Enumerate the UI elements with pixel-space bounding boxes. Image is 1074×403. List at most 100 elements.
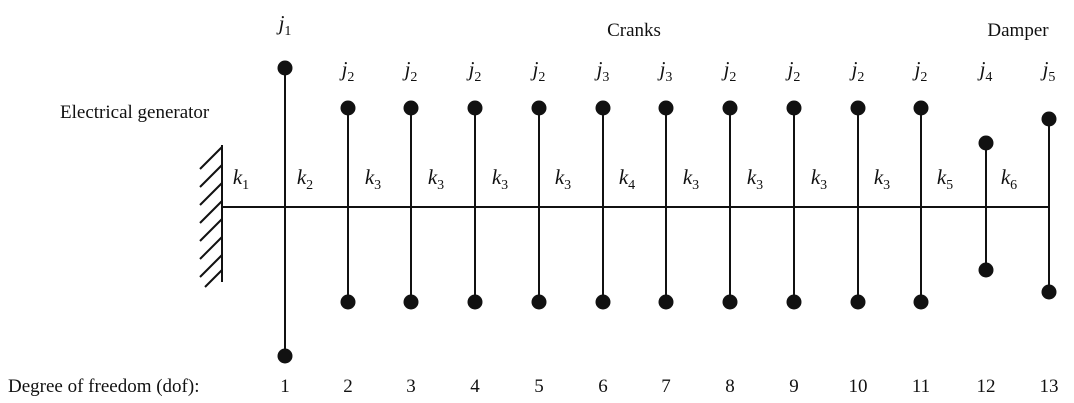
inertia-label-10: j2 (849, 57, 865, 85)
stiffness-label-12: k5 (937, 165, 953, 193)
inertia-label-11-symbol: j (912, 57, 921, 81)
stiffness-label-7: k4 (619, 165, 635, 193)
dof-title: Degree of freedom (dof): (8, 376, 199, 397)
stiffness-label-10-symbol: k (811, 165, 821, 189)
inertia-5 (531, 100, 547, 310)
inertia-label-6-subscript: 3 (602, 70, 609, 85)
inertia-bottom-dot (340, 294, 356, 310)
inertia-9 (786, 100, 802, 310)
stiffness-label-5: k3 (492, 165, 508, 193)
stiffness-label-2: k2 (297, 165, 313, 193)
stiffness-label-9: k3 (747, 165, 763, 193)
dof-number-12: 12 (977, 376, 996, 397)
inertia-label-7-subscript: 3 (665, 70, 672, 85)
stiffness-label-8: k3 (683, 165, 699, 193)
inertia-label-10-symbol: j (849, 57, 858, 81)
stiffness-label-4-symbol: k (428, 165, 438, 189)
inertia-label-2: j2 (339, 57, 355, 85)
inertia-bottom-dot (277, 348, 293, 364)
stiffness-label-11-symbol: k (874, 165, 884, 189)
stiffness-label-10-subscript: 3 (820, 178, 827, 193)
inertia-label-5-subscript: 2 (538, 70, 545, 85)
inertia-label-7: j3 (657, 57, 673, 85)
inertia-top-dot (978, 135, 994, 151)
inertia-4 (467, 100, 483, 310)
inertia-bottom-dot (913, 294, 929, 310)
inertia-label-12: j4 (977, 57, 993, 85)
inertia-7 (658, 100, 674, 310)
inertia-top-dot (403, 100, 419, 116)
inertia-3 (403, 100, 419, 310)
inertia-label-13-subscript: 5 (1048, 70, 1055, 85)
inertia-top-dot (595, 100, 611, 116)
stiffness-label-9-subscript: 3 (756, 178, 763, 193)
generator-label: Electrical generator (60, 102, 210, 123)
inertia-label-6-symbol: j (594, 57, 603, 81)
cranks-label: Cranks (607, 20, 661, 41)
inertia-bottom-dot (658, 294, 674, 310)
inertia-bottom-dot (531, 294, 547, 310)
stiffness-label-5-subscript: 3 (501, 178, 508, 193)
stiffness-label-9-symbol: k (747, 165, 757, 189)
inertia-top-dot (531, 100, 547, 116)
inertia-label-2-subscript: 2 (347, 70, 354, 85)
dof-number-11: 11 (912, 376, 930, 397)
stiffness-label-7-symbol: k (619, 165, 629, 189)
dof-number-13: 13 (1040, 376, 1059, 397)
inertia-label-8-subscript: 2 (729, 70, 736, 85)
stiffness-label-7-subscript: 4 (628, 178, 635, 193)
inertia-label-4: j2 (466, 57, 482, 85)
inertia-label-13: j5 (1040, 57, 1056, 85)
stiffness-label-1: k1 (233, 165, 249, 193)
inertia-1 (277, 60, 293, 364)
inertia-label-9: j2 (785, 57, 801, 85)
stiffness-label-12-symbol: k (937, 165, 947, 189)
dof-number-1: 1 (280, 376, 290, 397)
inertia-bottom-dot (978, 262, 994, 278)
inertia-label-2-symbol: j (339, 57, 348, 81)
inertia-label-12-subscript: 4 (985, 70, 992, 85)
inertia-bottom-dot (467, 294, 483, 310)
stiffness-label-8-symbol: k (683, 165, 693, 189)
dof-number-7: 7 (661, 376, 671, 397)
inertia-top-dot (340, 100, 356, 116)
inertia-label-10-subscript: 2 (857, 70, 864, 85)
inertia-label-9-subscript: 2 (793, 70, 800, 85)
inertia-top-dot (722, 100, 738, 116)
dof-number-4: 4 (470, 376, 480, 397)
dof-number-3: 3 (406, 376, 416, 397)
inertia-top-dot (658, 100, 674, 116)
stiffness-label-5-symbol: k (492, 165, 502, 189)
inertia-bottom-dot (786, 294, 802, 310)
inertia-label-3-subscript: 2 (410, 70, 417, 85)
inertia-label-1-symbol: j (276, 11, 285, 35)
stiffness-label-13-symbol: k (1001, 165, 1011, 189)
inertia-label-1-subscript: 1 (284, 24, 291, 39)
inertia-10 (850, 100, 866, 310)
inertia-label-11-subscript: 2 (920, 70, 927, 85)
inertia-13 (1041, 111, 1057, 300)
inertia-label-9-symbol: j (785, 57, 794, 81)
stiffness-label-13-subscript: 6 (1010, 178, 1017, 193)
inertia-bottom-dot (850, 294, 866, 310)
dof-number-10: 10 (849, 376, 868, 397)
stiffness-label-3-symbol: k (365, 165, 375, 189)
inertia-label-4-symbol: j (466, 57, 475, 81)
stiffness-label-1-symbol: k (233, 165, 243, 189)
ground-wall (199, 145, 223, 288)
inertia-top-dot (467, 100, 483, 116)
stiffness-label-2-subscript: 2 (306, 178, 313, 193)
inertia-bottom-dot (722, 294, 738, 310)
inertia-label-4-subscript: 2 (474, 70, 481, 85)
inertia-label-11: j2 (912, 57, 928, 85)
inertia-label-1: j1 (276, 11, 292, 39)
inertia-label-3: j2 (402, 57, 418, 85)
stiffness-label-8-subscript: 3 (692, 178, 699, 193)
dof-number-6: 6 (598, 376, 608, 397)
stiffness-label-2-symbol: k (297, 165, 307, 189)
stiffness-label-3: k3 (365, 165, 381, 193)
stiffness-label-11: k3 (874, 165, 890, 193)
